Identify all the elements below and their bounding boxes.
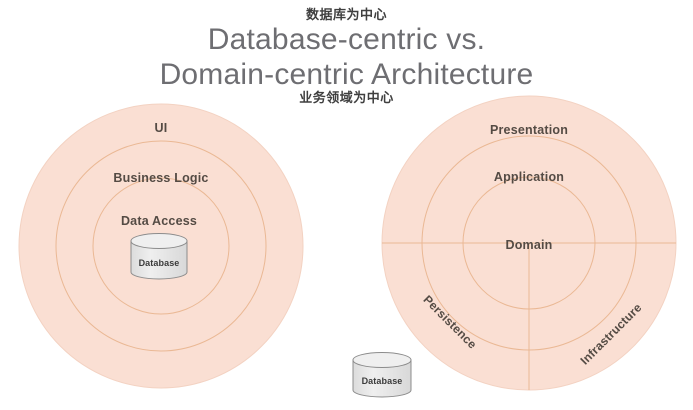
title-line-2: Domain-centric Architecture <box>159 58 534 92</box>
label-business-logic: Business Logic <box>113 171 209 185</box>
right-architecture-rings <box>381 95 677 391</box>
label-presentation: Presentation <box>489 123 569 137</box>
label-application: Application <box>493 170 565 184</box>
external-database-cylinder <box>352 352 412 398</box>
label-data-access: Data Access <box>120 214 198 228</box>
title-line-1: Database-centric vs. <box>207 23 486 56</box>
label-inner-database: Database <box>138 258 180 268</box>
label-domain: Domain <box>505 238 553 252</box>
left-database-cylinder <box>130 233 188 280</box>
annotation-database-centric: 数据库为中心 <box>305 8 387 23</box>
annotation-domain-centric: 业务领域为中心 <box>299 91 394 106</box>
label-ui: UI <box>154 121 168 135</box>
label-external-database: Database <box>361 376 403 386</box>
page-title: Database-centric vs. Domain-centric Arch… <box>0 22 693 93</box>
sector-dividers <box>382 242 676 390</box>
